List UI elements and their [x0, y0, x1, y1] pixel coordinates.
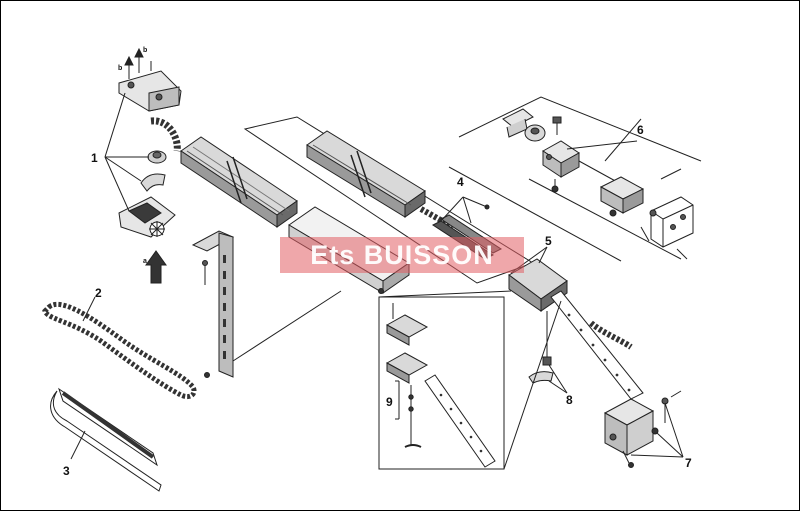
group-6-parts — [502, 108, 694, 260]
perforated-strap — [550, 290, 644, 400]
callout-7: 7 — [685, 456, 692, 470]
callout-9: 9 — [386, 395, 393, 409]
head-chain — [150, 117, 181, 152]
rail-left — [180, 136, 298, 228]
callout-2: 2 — [95, 286, 102, 300]
group-7-door-bracket — [603, 390, 684, 468]
belt-strip — [50, 387, 162, 492]
callout-4: 4 — [457, 175, 464, 189]
hook-pin — [528, 311, 568, 394]
wall-bracket — [191, 230, 342, 378]
callout-3: 3 — [63, 464, 70, 478]
arrow-label-b-left: b — [118, 65, 122, 72]
callout-1: 1 — [91, 151, 98, 165]
watermark: Ets BUISSON — [280, 237, 524, 273]
callout-8: 8 — [566, 393, 573, 407]
rail-center — [306, 130, 455, 230]
group-1-head-assembly — [104, 47, 182, 284]
detail-box-9 — [378, 290, 562, 470]
arrow-label-b-right: b — [143, 47, 147, 54]
callout-5: 5 — [545, 234, 552, 248]
chain-loop — [42, 296, 197, 400]
callout-6: 6 — [637, 123, 644, 137]
arrow-label-a: a — [143, 258, 147, 265]
